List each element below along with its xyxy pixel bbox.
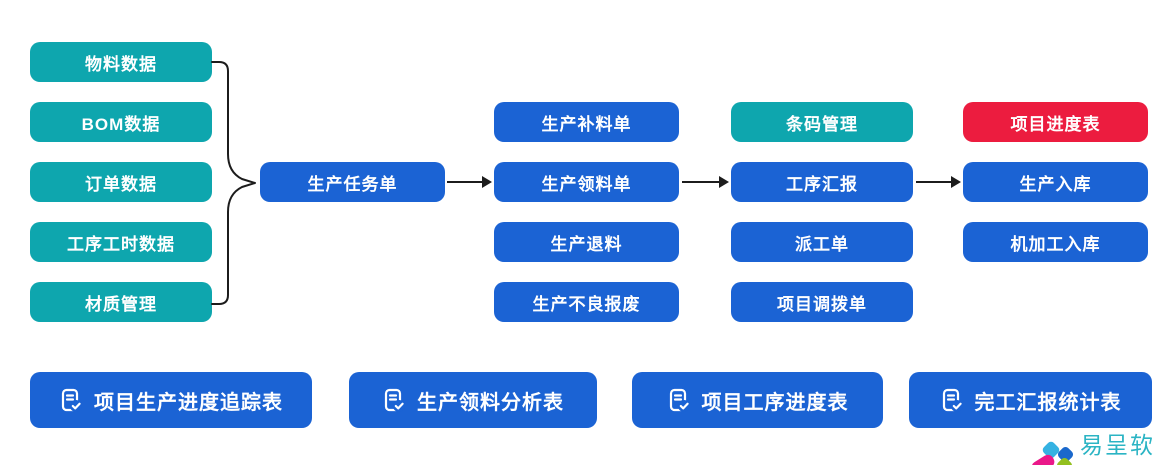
node-barcode-mgmt[interactable]: 条码管理 (731, 102, 913, 142)
flow-arrow-2 (682, 176, 729, 188)
node-defect-scrap[interactable]: 生产不良报废 (494, 282, 679, 322)
report-label: 项目生产进度追踪表 (94, 391, 283, 414)
node-project-transfer[interactable]: 项目调拨单 (731, 282, 913, 322)
node-process-report[interactable]: 工序汇报 (731, 162, 913, 202)
node-supplement-order[interactable]: 生产补料单 (494, 102, 679, 142)
flow-arrow-3 (916, 176, 961, 188)
node-return-material[interactable]: 生产退料 (494, 222, 679, 262)
document-check-icon (669, 388, 690, 412)
node-machining-inbound[interactable]: 机加工入库 (963, 222, 1148, 262)
node-picking-order[interactable]: 生产领料单 (494, 162, 679, 202)
node-dispatch-order[interactable]: 派工单 (731, 222, 913, 262)
vendor-logo-icon (1029, 440, 1075, 465)
report-project-process-schedule[interactable]: 项目工序进度表 (632, 372, 883, 428)
node-process-hours-data[interactable]: 工序工时数据 (30, 222, 212, 262)
node-production-inbound[interactable]: 生产入库 (963, 162, 1148, 202)
report-picking-analysis[interactable]: 生产领料分析表 (349, 372, 597, 428)
report-label: 项目工序进度表 (701, 391, 849, 414)
document-check-icon (942, 388, 963, 412)
report-label: 生产领料分析表 (417, 391, 564, 414)
report-completion-stats[interactable]: 完工汇报统计表 (909, 372, 1152, 428)
node-project-schedule[interactable]: 项目进度表 (963, 102, 1148, 142)
flow-arrow-1 (447, 176, 492, 188)
report-label: 完工汇报统计表 (974, 391, 1122, 414)
node-material-data[interactable]: 物料数据 (30, 42, 212, 82)
node-order-data[interactable]: 订单数据 (30, 162, 212, 202)
node-production-task[interactable]: 生产任务单 (260, 162, 445, 202)
node-bom-data[interactable]: BOM数据 (30, 102, 212, 142)
vendor-logo-text: 易呈软件 (1080, 432, 1156, 458)
vendor-logo: 易呈软件 (1029, 426, 1167, 465)
document-check-icon (61, 388, 82, 412)
brace-connector (211, 61, 256, 305)
report-project-production-tracking[interactable]: 项目生产进度追踪表 (30, 372, 312, 428)
node-material-quality[interactable]: 材质管理 (30, 282, 212, 322)
document-check-icon (384, 388, 405, 412)
